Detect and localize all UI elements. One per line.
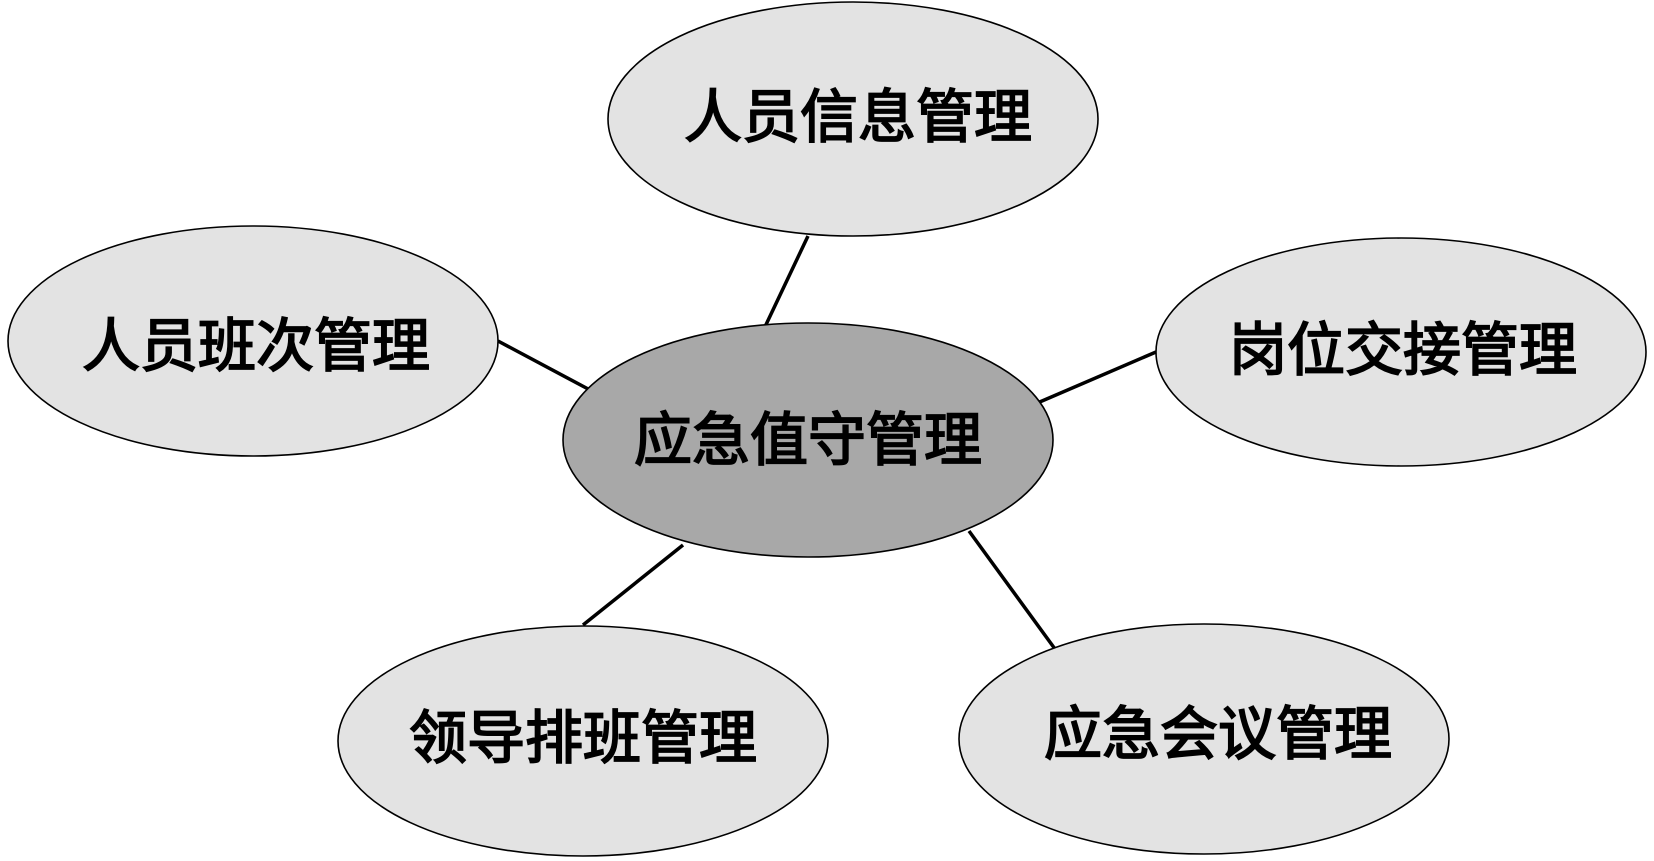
node-label: 岗位交接管理	[1229, 316, 1577, 384]
node-ellipse	[7, 225, 499, 457]
node-label: 人员信息管理	[684, 83, 1032, 151]
node-ellipse	[958, 623, 1450, 855]
node-shift-handover: 岗位交接管理	[1155, 237, 1647, 467]
node-ellipse	[1155, 237, 1647, 467]
connector-shift-handover	[1034, 350, 1157, 406]
node-leader-schedule: 领导排班管理	[337, 625, 829, 857]
node-label: 人员班次管理	[82, 312, 430, 380]
node-label: 领导排班管理	[409, 704, 757, 772]
node-personnel-shift: 人员班次管理	[7, 225, 499, 457]
node-ellipse	[337, 625, 829, 857]
connector-personnel-shift	[497, 339, 591, 392]
center-node: 应急值守管理	[562, 322, 1054, 558]
center-ellipse	[562, 322, 1054, 558]
node-ellipse	[607, 1, 1099, 237]
connector-personnel-info	[761, 235, 810, 332]
node-label: 应急会议管理	[1044, 700, 1392, 768]
node-emergency-meeting: 应急会议管理	[958, 623, 1450, 855]
node-personnel-info: 人员信息管理	[607, 1, 1099, 237]
connector-leader-schedule	[581, 543, 685, 627]
center-label: 应急值守管理	[634, 406, 982, 474]
connector-emergency-meeting	[967, 529, 1057, 651]
